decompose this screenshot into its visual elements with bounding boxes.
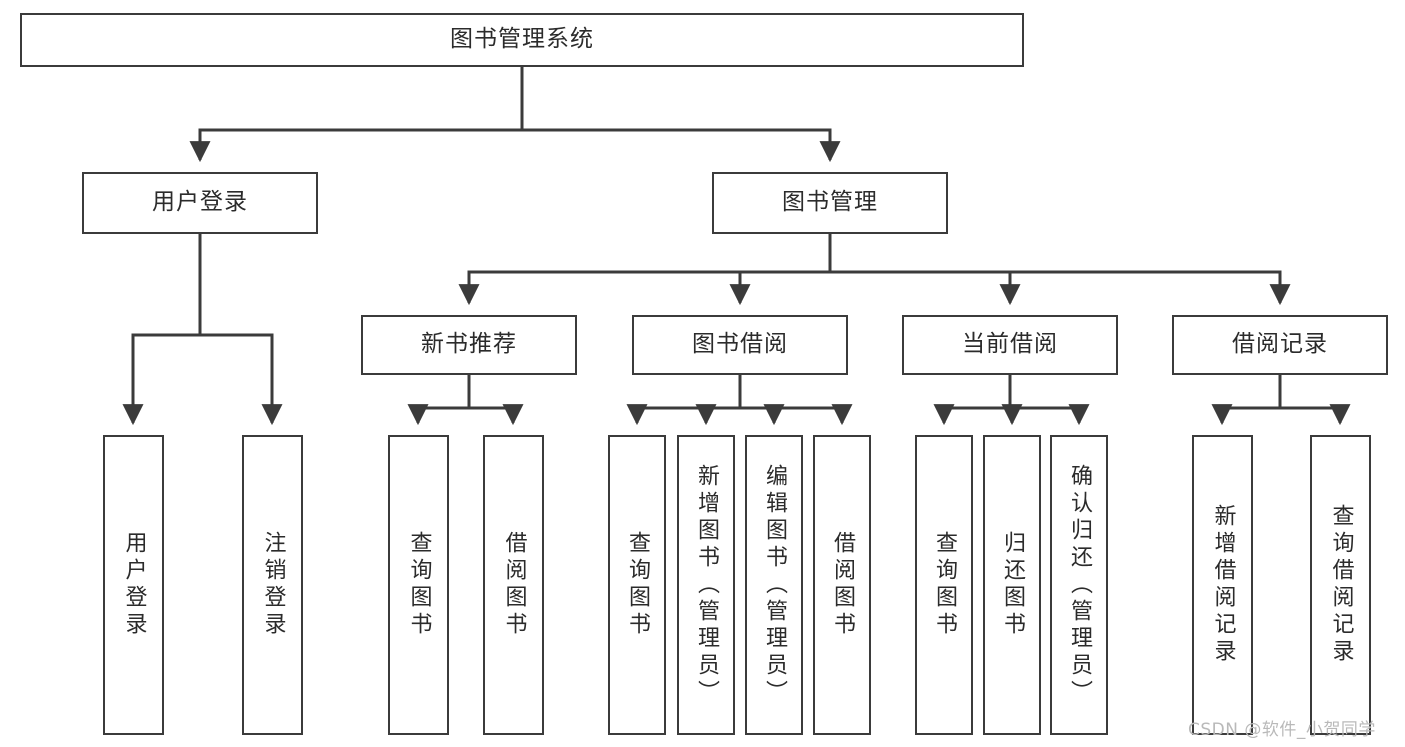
- node-borrow-record-label: 借阅记录: [1232, 331, 1328, 358]
- node-leaf-query-book-cur[interactable]: 查询图书: [915, 435, 973, 735]
- edge-borrow-to-edit-book: [740, 404, 785, 426]
- node-leaf-add-borrow-record[interactable]: 新增借阅记录: [1192, 435, 1253, 735]
- node-leaf-edit-book-admin[interactable]: 编辑图书（管理员）: [745, 435, 803, 735]
- edge-current-to-return-book: [1001, 404, 1023, 426]
- node-book-borrow-label: 图书借阅: [692, 331, 788, 358]
- edge-current-to-query-book: [933, 375, 1012, 426]
- node-leaf-query-book-borrow-label: 查询图书: [625, 531, 650, 639]
- node-leaf-query-book-rec-label: 查询图书: [406, 531, 432, 639]
- node-new-book-recommend-label: 新书推荐: [421, 331, 517, 358]
- node-root-label: 图书管理系统: [450, 26, 594, 53]
- edge-book-manage-to-borrow-record: [830, 270, 1291, 306]
- edge-root-to-book-manage: [522, 128, 841, 163]
- node-root[interactable]: 图书管理系统: [20, 13, 1024, 67]
- node-leaf-borrow-book-label: 借阅图书: [830, 531, 855, 639]
- node-leaf-add-book-admin[interactable]: 新增图书（管理员）: [677, 435, 735, 735]
- node-leaf-borrow-book-rec-label: 借阅图书: [501, 531, 527, 639]
- edge-rec-to-borrow-book: [469, 404, 524, 426]
- edge-borrow-to-query-book: [626, 375, 742, 426]
- edge-borrow-to-borrow-book: [740, 404, 853, 426]
- edge-user-login-to-leaf-user-login: [122, 234, 202, 426]
- node-leaf-edit-book-admin-label: 编辑图书（管理员）: [762, 463, 787, 707]
- edge-current-to-confirm-return: [1010, 404, 1090, 426]
- edge-root-to-user-login: [189, 67, 524, 163]
- edge-user-login-to-leaf-user-logout: [200, 333, 283, 426]
- node-user-login-label: 用户登录: [152, 189, 248, 216]
- node-book-manage[interactable]: 图书管理: [712, 172, 948, 234]
- edge-rec-to-query-book: [407, 375, 471, 426]
- node-leaf-query-borrow-record-label: 查询借阅记录: [1328, 504, 1354, 666]
- edge-book-manage-to-new-book-recommend: [458, 234, 832, 306]
- node-leaf-return-book[interactable]: 归还图书: [983, 435, 1041, 735]
- edge-record-to-query-record: [1280, 404, 1351, 426]
- edge-record-to-add-record: [1211, 375, 1282, 426]
- node-leaf-query-book-rec[interactable]: 查询图书: [388, 435, 449, 735]
- node-book-borrow[interactable]: 图书借阅: [632, 315, 848, 375]
- node-leaf-query-book-cur-label: 查询图书: [932, 531, 957, 639]
- csdn-watermark: CSDN @软件_小贺同学: [1188, 720, 1376, 740]
- node-leaf-add-borrow-record-label: 新增借阅记录: [1210, 504, 1236, 666]
- node-current-borrow-label: 当前借阅: [962, 331, 1058, 358]
- edge-book-manage-to-book-borrow: [729, 270, 830, 306]
- node-new-book-recommend[interactable]: 新书推荐: [361, 315, 577, 375]
- node-leaf-add-book-admin-label: 新增图书（管理员）: [694, 463, 719, 707]
- node-leaf-user-logout[interactable]: 注销登录: [242, 435, 303, 735]
- edge-book-manage-to-current-borrow: [830, 270, 1021, 306]
- node-leaf-borrow-book[interactable]: 借阅图书: [813, 435, 871, 735]
- node-leaf-borrow-book-rec[interactable]: 借阅图书: [483, 435, 544, 735]
- node-leaf-query-borrow-record[interactable]: 查询借阅记录: [1310, 435, 1371, 735]
- edge-borrow-to-add-book: [695, 404, 740, 426]
- node-leaf-confirm-return-admin-label: 确认归还（管理员）: [1067, 463, 1092, 707]
- node-leaf-user-login-label: 用户登录: [121, 531, 147, 639]
- node-book-manage-label: 图书管理: [782, 189, 878, 216]
- node-user-login[interactable]: 用户登录: [82, 172, 318, 234]
- node-leaf-user-logout-label: 注销登录: [260, 531, 286, 639]
- node-leaf-query-book-borrow[interactable]: 查询图书: [608, 435, 666, 735]
- node-leaf-return-book-label: 归还图书: [1000, 531, 1025, 639]
- node-leaf-user-login[interactable]: 用户登录: [103, 435, 164, 735]
- node-borrow-record[interactable]: 借阅记录: [1172, 315, 1388, 375]
- node-leaf-confirm-return-admin[interactable]: 确认归还（管理员）: [1050, 435, 1108, 735]
- node-current-borrow[interactable]: 当前借阅: [902, 315, 1118, 375]
